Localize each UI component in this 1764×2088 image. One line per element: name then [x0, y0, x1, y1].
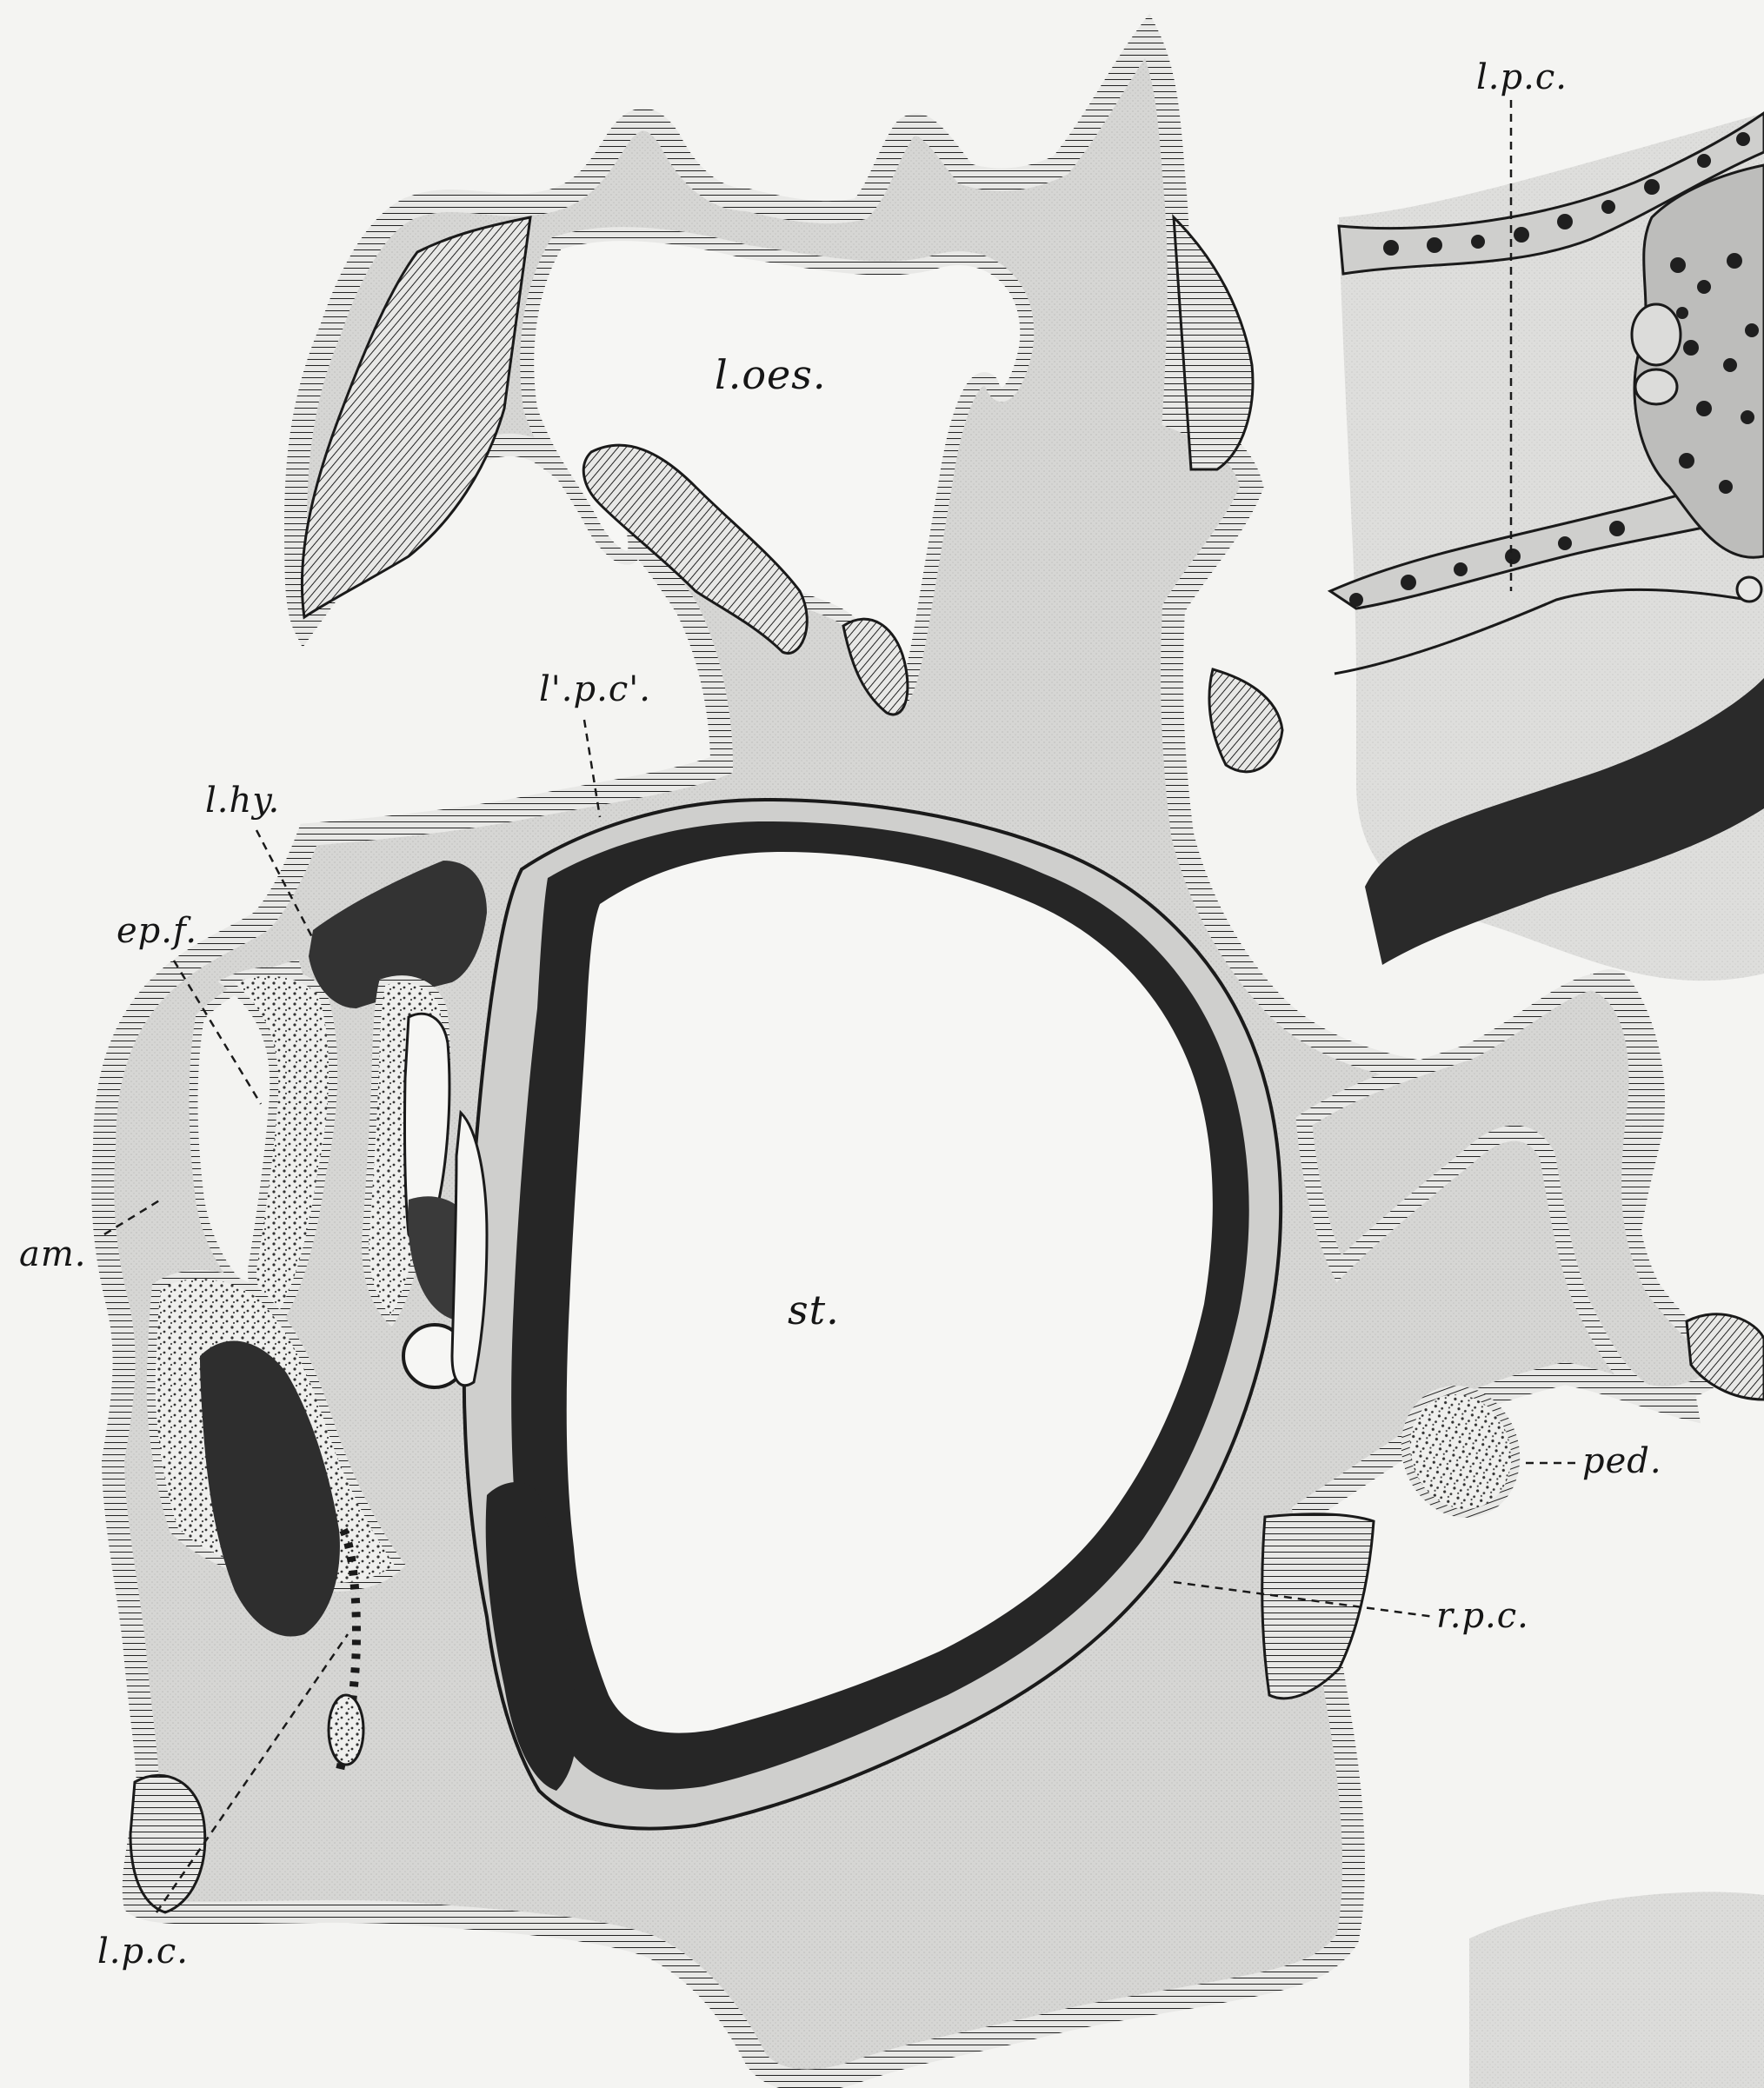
label-st: st.: [788, 1287, 840, 1333]
small-dotted-body: [329, 1695, 363, 1765]
small-vesicle: [1632, 304, 1681, 365]
label-l-p-c-top: l.p.c.: [1476, 57, 1568, 97]
label-l-prime-p-c-prime: l'.p.c'.: [539, 669, 651, 709]
label-l-p-c-bottom: l.p.c.: [97, 1932, 189, 1972]
small-vesicle: [1635, 369, 1677, 404]
label-am: am.: [19, 1234, 87, 1274]
label-ep-f: ep.f.: [116, 911, 197, 951]
label-l-oes: l.oes.: [715, 351, 826, 398]
label-l-hy: l.hy.: [205, 781, 280, 821]
label-ped: ped.: [1582, 1441, 1662, 1481]
label-r-p-c: r.p.c.: [1436, 1596, 1529, 1636]
